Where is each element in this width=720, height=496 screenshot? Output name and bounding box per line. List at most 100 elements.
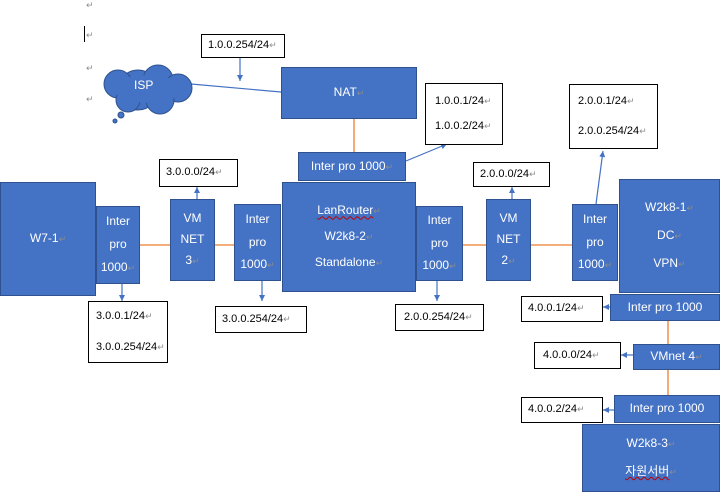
paragraph-mark: ↵	[192, 255, 200, 266]
paragraph-mark: ↵	[356, 88, 365, 99]
vmnet2-ip-label: 2.0.0.0/24↵	[473, 162, 550, 187]
ip-text: 1.0.0.1/24	[435, 94, 484, 107]
vmnet4-box: VMnet 4↵	[633, 344, 720, 370]
network-links	[140, 119, 669, 395]
ip-text: 4.0.0.2/24	[528, 403, 577, 416]
paragraph-mark: ↵	[269, 40, 277, 51]
vmnet-line: NET	[496, 232, 521, 247]
paragraph-mark: ↵	[214, 167, 223, 178]
ip-text: 1.0.0.2/24	[435, 120, 484, 132]
ip-text: 3.0.0.1/24	[96, 309, 145, 322]
vmnet-line: NET	[180, 232, 205, 247]
paragraph-mark: ↵	[157, 342, 165, 352]
paragraph-mark: ↵	[678, 258, 686, 269]
vmnet-line: VM	[183, 211, 202, 226]
ip-text: 3.0.0.254/24	[96, 341, 158, 353]
paragraph-mark: ↵	[144, 310, 153, 321]
nic-line: pro	[430, 235, 449, 250]
isp-label: ISP	[134, 78, 154, 92]
nic-line: Inter	[245, 211, 270, 226]
nic-line: Inter	[105, 214, 130, 229]
ip-text: 2.0.0.0/24	[480, 167, 529, 180]
vmnet3-box: VM NET 3↵	[170, 199, 215, 281]
lanrouter-left-nic: Inter pro 1000↵	[234, 204, 281, 281]
paragraph-mark: ↵	[639, 125, 647, 136]
paragraph-mark: ↵	[365, 232, 374, 243]
w7-1-box: W7-1↵	[0, 182, 96, 296]
nic-line: 1000	[577, 257, 605, 272]
paragraph-mark: ↵	[695, 352, 703, 363]
w2k8-3-box: W2k8-3↵ 자원서버↵	[582, 424, 720, 492]
ip-text: 2.0.0.1/24	[578, 95, 627, 108]
srv-ip-label: 4.0.0.2/24↵	[521, 397, 603, 423]
role-text: VPN	[653, 255, 679, 270]
paragraph-mark: ↵	[127, 262, 136, 273]
nic-line: 1000	[100, 259, 128, 274]
lanrouter-left-ip-label: 3.0.0.254/24↵	[215, 306, 307, 333]
role-text: Standalone	[314, 254, 376, 269]
nic-label: Inter pro 1000	[629, 401, 705, 416]
nat-box: NAT↵	[281, 67, 417, 119]
lanrouter-box: LanRouter↵ W2k8-2↵ Standalone↵	[282, 182, 416, 292]
dc-left-nic: Inter pro 1000↵	[572, 204, 618, 281]
paragraph-mark: ↵	[591, 349, 600, 360]
dc-box: W2k8-1↵ DC↵ VPN↵	[619, 179, 720, 293]
vmnet2-box: VM NET 2↵	[486, 199, 531, 281]
text-cursor	[84, 26, 85, 42]
paragraph-mark: ↵	[267, 260, 275, 271]
nic-line: pro	[248, 234, 267, 249]
lanrouter-name: LanRouter	[317, 203, 374, 218]
ip-text: 3.0.0.0/24	[166, 166, 215, 179]
isp-cloud	[103, 64, 193, 124]
host-name: W2k8-1	[645, 200, 687, 215]
paragraph-mark: ↵	[375, 257, 384, 268]
vmnet4-ip-label: 4.0.0.0/24↵	[534, 342, 621, 369]
vmnet-line: 2	[501, 252, 509, 267]
ip-text: 3.0.0.254/24	[222, 312, 284, 325]
arrow-dc-left-ip	[595, 150, 606, 205]
paragraph-mark: ↵	[483, 121, 492, 131]
paragraph-mark: ↵	[576, 404, 585, 415]
paragraph-mark: ↵	[674, 231, 682, 242]
lanrouter-top-nic: Inter pro 1000↵	[298, 152, 406, 181]
paragraph-mark: ↵	[58, 234, 67, 245]
host-name: W2k8-2	[324, 229, 366, 244]
nic-line: 1000	[240, 257, 268, 272]
ip-text: 4.0.0.0/24	[543, 348, 592, 361]
host-name: W2k8-3	[626, 436, 668, 451]
w7-ip-label: 3.0.0.1/24↵ 3.0.0.254/24↵	[88, 301, 168, 363]
paragraph-mark: ↵	[667, 439, 676, 450]
nic-line: pro	[586, 234, 604, 249]
paragraph-mark: ↵	[86, 30, 94, 40]
lanrouter-right-ip-label: 2.0.0.254/24↵	[395, 304, 484, 331]
w7-nic: Inter pro 1000↵	[96, 206, 140, 284]
role-text: DC	[657, 228, 675, 243]
paragraph-mark: ↵	[686, 203, 694, 214]
label-arrows	[119, 58, 633, 413]
lanrouter-top-ip-label: 1.0.0.1/24↵ 1.0.0.2/24↵	[425, 83, 503, 145]
nic-line: Inter	[582, 211, 607, 226]
w7-label: W7-1	[29, 231, 59, 246]
dc-left-ip-label: 2.0.0.1/24↵ 2.0.0.254/24↵	[569, 84, 658, 149]
ip-text: 1.0.0.254/24	[208, 39, 270, 52]
paragraph-mark: ↵	[449, 261, 457, 272]
ip-text: 2.0.0.254/24	[404, 310, 466, 323]
paragraph-mark: ↵	[283, 313, 291, 324]
nic-line: pro	[109, 237, 127, 252]
ip-text: 4.0.0.1/24	[528, 302, 577, 315]
paragraph-mark: ↵	[508, 255, 516, 266]
paragraph-mark: ↵	[465, 311, 473, 322]
paragraph-mark: ↵	[86, 63, 94, 73]
srv-nic: Inter pro 1000	[614, 395, 720, 423]
nic-label: Inter pro 1000	[310, 158, 386, 173]
dc-bottom-ip-label: 4.0.0.1/24↵	[521, 296, 603, 322]
vmnet-line: VM	[499, 211, 518, 226]
ip-text: 2.0.0.254/24	[578, 124, 640, 137]
paragraph-mark: ↵	[385, 161, 394, 172]
paragraph-mark: ↵	[604, 260, 613, 271]
line-isp-nat	[190, 83, 282, 93]
vmnet-label: VMnet 4	[650, 349, 696, 364]
paragraph-mark: ↵	[576, 303, 585, 314]
